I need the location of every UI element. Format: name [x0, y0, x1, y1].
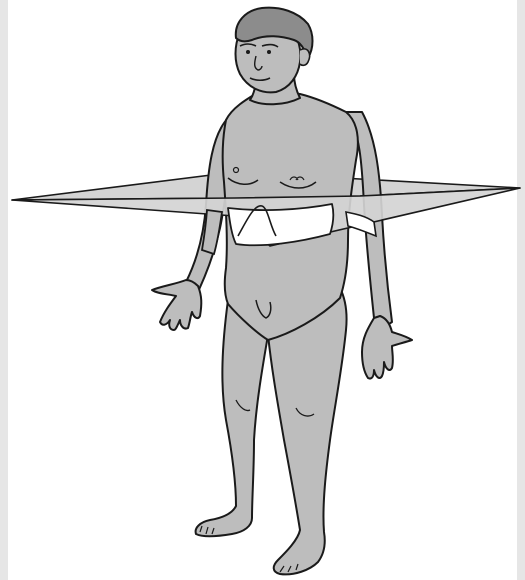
right-eye	[246, 50, 250, 54]
right-leg	[196, 300, 268, 536]
left-eye	[267, 50, 271, 54]
right-hand	[152, 280, 201, 330]
ear	[300, 49, 310, 65]
left-hand	[362, 316, 412, 379]
